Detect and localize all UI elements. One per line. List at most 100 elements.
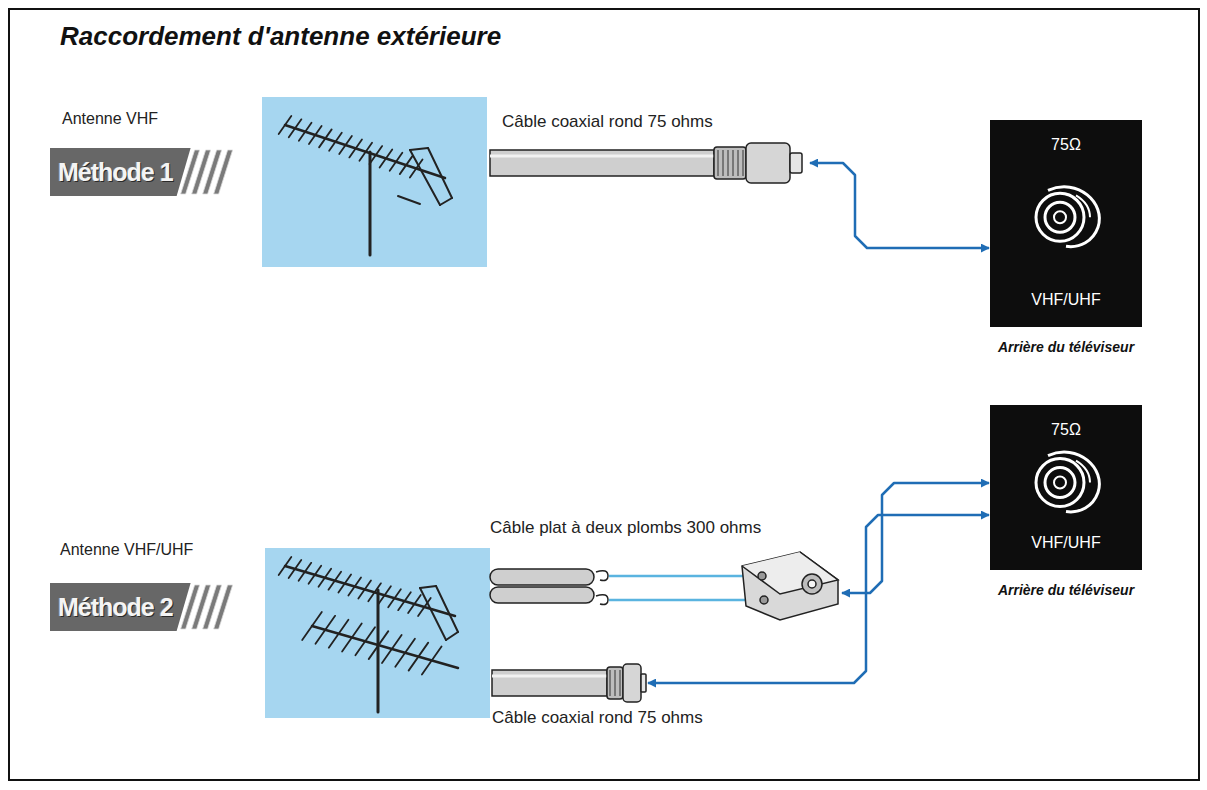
antenna-element (380, 149, 393, 167)
cable-shine (490, 155, 714, 158)
banner-stripe (214, 585, 233, 629)
coax-cable (490, 143, 802, 183)
antenna-element (436, 586, 458, 632)
plug-tip (641, 674, 646, 692)
wire-end (596, 595, 608, 605)
antenna-element (358, 580, 371, 598)
antenna-drawing (279, 116, 458, 712)
plug-tip (790, 153, 802, 173)
antenna-element (309, 566, 322, 584)
antenna-element (348, 578, 361, 596)
antenna-element (299, 123, 312, 141)
port-label: VHF/UHF (1031, 291, 1100, 309)
flat-cable (490, 569, 608, 605)
antenna-element (388, 589, 401, 607)
panel-caption: Arrière du téléviseur (998, 339, 1134, 355)
antenna-element (738, 150, 739, 176)
method-title: Méthode 2 (58, 593, 173, 622)
antenna-element (279, 116, 292, 134)
plug-nut (623, 664, 641, 702)
cable-label: Câble coaxial rond 75 ohms (492, 708, 703, 728)
diagram-title: Raccordement d'antenne extérieure (60, 22, 501, 52)
antenna-element (733, 150, 734, 176)
antenna-element (446, 632, 458, 640)
antenna-element (428, 148, 452, 198)
antenna-element (316, 616, 336, 644)
antenna-element (420, 588, 446, 640)
cable-shine (492, 675, 607, 678)
antenna-element (615, 670, 616, 696)
banner-stripe (214, 150, 233, 194)
tv-rear-panel: 75ΩVHF/UHFArrière du téléviseur (990, 120, 1142, 327)
cable-label: Câble coaxial rond 75 ohms (502, 112, 713, 132)
antenna-element (299, 563, 312, 581)
antenna-element (349, 139, 362, 157)
port-label: 75Ω (1051, 136, 1081, 154)
cable-group: Câble coaxial rond 75 ohms (490, 660, 646, 732)
banner-body (50, 148, 191, 196)
antenna-element (409, 643, 429, 671)
antenna-panel (265, 548, 490, 718)
antenna-element (382, 635, 402, 663)
antenna-element (279, 557, 292, 575)
antenna-element (398, 592, 411, 610)
antenna-element (410, 148, 428, 150)
antenna-element (329, 620, 349, 648)
method-banner: Méthode 1 (50, 148, 239, 196)
antenna-element (309, 126, 322, 144)
antenna-element (743, 150, 744, 176)
cable-label: Câble plat à deux plombs 300 ohms (490, 518, 761, 538)
antenna-label: Antenne VHF (62, 110, 158, 128)
tv-rear-panel: 75ΩVHF/UHFArrière du téléviseur (990, 405, 1142, 570)
antenna-element (378, 586, 391, 604)
antenna-element (723, 150, 724, 176)
cable-group: Câble plat à deux plombs 300 ohms (488, 518, 840, 626)
plug-ridges (610, 670, 620, 696)
antenna-element (328, 572, 341, 590)
antenna-element (400, 156, 413, 174)
antenna-element (319, 569, 332, 587)
antenna-element (339, 136, 352, 154)
antenna-element (440, 198, 452, 205)
antenna-element (718, 150, 719, 176)
wire-end (596, 571, 608, 581)
connection-arrow (842, 483, 989, 593)
port-label: 75Ω (1051, 421, 1081, 439)
panel-caption: Arrière du téléviseur (998, 582, 1134, 598)
method-banner: Méthode 2 (50, 583, 239, 631)
port-label: VHF/UHF (1031, 534, 1100, 552)
antenna-element (398, 196, 420, 204)
antenna-element (610, 670, 611, 696)
plug-nut (746, 143, 790, 183)
plug-ridges (718, 150, 743, 176)
antenna-element (369, 152, 372, 255)
cable-group: Câble coaxial rond 75 ohms (490, 112, 808, 182)
antenna-element (312, 626, 458, 668)
antenna-element (395, 639, 415, 667)
antenna-panel (262, 97, 487, 267)
cable-lead (490, 569, 594, 585)
antenna-element (410, 150, 440, 205)
cable-body (492, 670, 607, 696)
antenna-element (408, 595, 421, 613)
cable-body (490, 150, 714, 176)
plug-ferrule (714, 147, 746, 179)
antenna-element (338, 575, 351, 593)
balun-adapter (742, 552, 838, 620)
antenna-element (377, 590, 380, 712)
lead-wires (609, 576, 762, 600)
method-title: Méthode 1 (58, 158, 173, 187)
antenna-element (420, 586, 436, 588)
banner-body (50, 583, 191, 631)
plug-ferrule (607, 667, 623, 699)
frame (9, 9, 1199, 780)
antenna-element (390, 153, 403, 171)
coax-cable (492, 664, 646, 702)
antenna-element (289, 560, 302, 578)
antenna-element (319, 129, 332, 147)
antenna-element (620, 670, 621, 696)
antenna-element (728, 150, 729, 176)
antenna-element (329, 133, 342, 151)
connection-arrow (810, 163, 989, 248)
